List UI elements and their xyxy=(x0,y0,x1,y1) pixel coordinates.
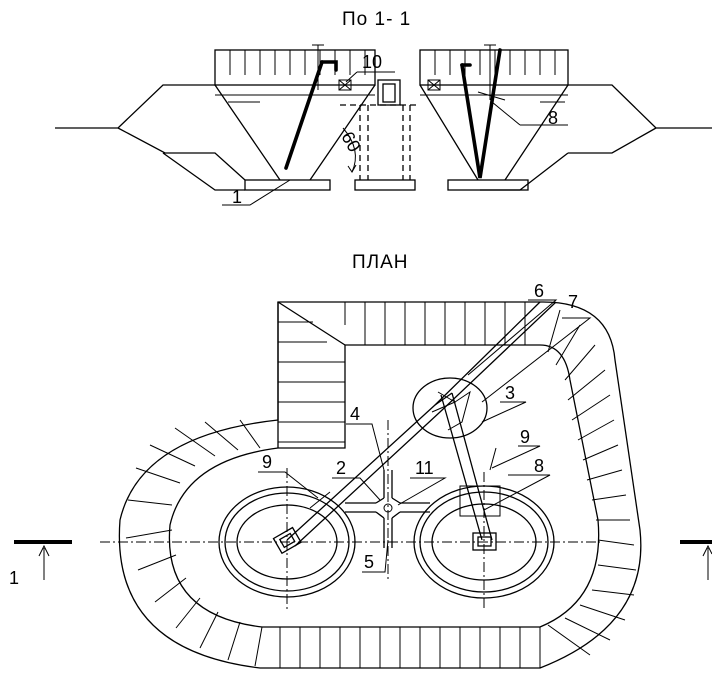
left-tank-base xyxy=(244,179,331,191)
left-tank-cone xyxy=(214,84,376,181)
callout-11: 11 xyxy=(415,458,434,478)
right-pipe-stand xyxy=(477,44,506,101)
distribution-chamber xyxy=(412,377,488,439)
left-siphon-pipe xyxy=(284,60,324,170)
callout-8-leader xyxy=(491,101,568,126)
callout-4-leader xyxy=(346,423,385,471)
callout-3: 3 xyxy=(505,383,515,403)
right-tank-base xyxy=(447,179,529,191)
left-tank xyxy=(214,44,376,191)
axis-vertical xyxy=(286,420,485,612)
right-valve-box xyxy=(427,79,441,91)
left-pit xyxy=(272,526,302,555)
embankment-corner xyxy=(277,301,346,448)
callout-6-leader xyxy=(467,299,558,376)
left-tank-plan xyxy=(218,486,356,598)
callout-7-leader xyxy=(481,317,592,403)
center-chamber-top xyxy=(377,79,401,106)
pipeline-inflow xyxy=(286,301,541,541)
callout-9b: 9 xyxy=(520,427,530,447)
callout-9b-leader xyxy=(489,445,541,471)
callout-8-plan: 8 xyxy=(534,456,544,476)
left-rim-hatch xyxy=(229,50,366,75)
right-pit xyxy=(472,532,497,551)
center-column xyxy=(340,79,420,191)
callout-1: 1 xyxy=(232,187,242,207)
center-dashed-walls xyxy=(359,105,411,180)
center-base xyxy=(354,179,416,191)
callout-2-leader xyxy=(332,477,381,501)
section-title: По 1- 1 xyxy=(342,9,411,30)
section-mark-label: 1 xyxy=(9,568,19,588)
right-inlet-box xyxy=(459,485,501,517)
callout-6: 6 xyxy=(534,281,544,301)
ground-outline xyxy=(55,84,712,191)
angle-label: 60 xyxy=(337,128,364,155)
left-pipe-stand xyxy=(312,44,324,90)
cross-connection xyxy=(345,470,430,548)
callout-9a: 9 xyxy=(262,452,272,472)
callout-2: 2 xyxy=(336,458,346,478)
section-mark-right xyxy=(680,540,712,580)
callout-10: 10 xyxy=(362,52,382,72)
angle-arc xyxy=(342,127,356,173)
left-tank-rim xyxy=(214,49,376,86)
left-valve-box xyxy=(338,79,352,91)
chamber-pipes xyxy=(431,390,471,431)
callout-1-leader xyxy=(222,179,291,206)
callout-9a-leader xyxy=(258,471,331,509)
left-water-line xyxy=(215,94,375,103)
section-view: По 1- 1 xyxy=(55,9,712,207)
callout-8-plan-leader xyxy=(483,474,551,511)
plan-title: ПЛАН xyxy=(352,252,409,273)
callout-8: 8 xyxy=(548,108,558,128)
embankment-hatch xyxy=(125,302,637,668)
callout-5: 5 xyxy=(364,552,374,572)
callout-3-leader xyxy=(481,401,527,423)
callout-10-leader xyxy=(345,71,395,83)
callout-5-leader xyxy=(362,539,389,573)
right-tank xyxy=(419,44,569,191)
right-tank-cone xyxy=(419,84,569,181)
callout-11-leader xyxy=(397,477,447,506)
section-mark-left: 1 xyxy=(9,540,72,588)
embankment-inner xyxy=(168,344,600,628)
pipeline-right xyxy=(440,392,493,541)
right-siphon-pipe xyxy=(460,48,502,179)
embankment-outer xyxy=(118,301,642,669)
callout-4: 4 xyxy=(350,404,360,424)
callout-7: 7 xyxy=(568,292,578,312)
right-rim-hatch xyxy=(434,50,556,75)
plan-view: ПЛАН xyxy=(9,252,712,669)
